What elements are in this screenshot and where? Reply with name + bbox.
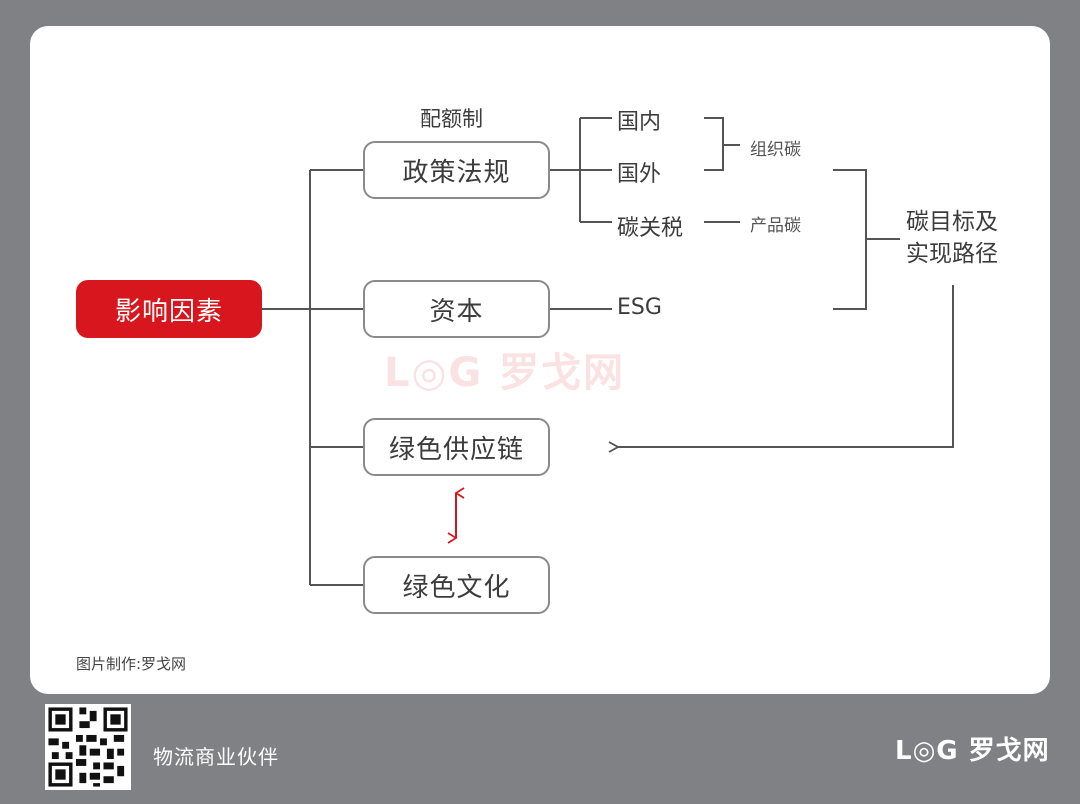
org-carbon-label: 组织碳 xyxy=(750,140,801,160)
capital-node: 资本 xyxy=(363,280,550,338)
foreign-label: 国外 xyxy=(617,162,662,187)
domestic-label: 国内 xyxy=(617,110,662,135)
org-carbon-bracket xyxy=(704,117,724,171)
green-supply-chain-node: 绿色供应链 xyxy=(363,418,550,476)
quota-system-label: 配额制 xyxy=(420,107,483,131)
watermark-logo: L◎G 罗戈网 xyxy=(384,350,626,396)
feedback-arrow xyxy=(618,285,954,447)
qr-code-icon xyxy=(45,704,131,790)
carbon-tariff-label: 碳关税 xyxy=(617,216,684,241)
carbon-target-line2: 实现路径 xyxy=(906,241,998,267)
footer-logo: L◎G 罗戈网 xyxy=(895,736,1050,766)
product-carbon-label: 产品碳 xyxy=(750,216,801,236)
footer-tagline: 物流商业伙伴 xyxy=(153,745,279,769)
policy-node: 政策法规 xyxy=(363,141,550,199)
green-culture-node: 绿色文化 xyxy=(363,556,550,614)
image-credit: 图片制作:罗戈网 xyxy=(76,655,187,673)
carbon-target-label: 碳目标及 实现路径 xyxy=(906,206,998,270)
root-node: 影响因素 xyxy=(76,280,262,338)
target-bracket xyxy=(833,169,867,310)
esg-label: ESG xyxy=(617,295,662,320)
carbon-target-line1: 碳目标及 xyxy=(906,209,998,235)
